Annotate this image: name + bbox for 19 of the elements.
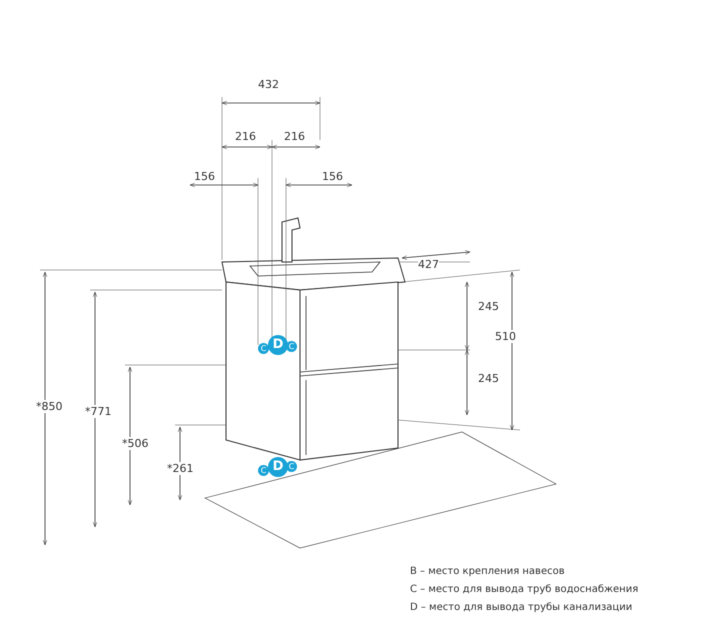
dimension-label: 216 — [235, 130, 256, 143]
dimension-label: 216 — [284, 130, 305, 143]
dimension-label: *261 — [167, 462, 194, 475]
legend-note: B – место крепления навесов — [410, 565, 565, 578]
dimension-label: 245 — [478, 300, 499, 313]
outlet-marker: C — [258, 465, 269, 476]
dimension-label: *850 — [36, 400, 62, 413]
legend-note: C – место для вывода труб водоснабжения — [410, 583, 638, 596]
dimension-label: 245 — [478, 372, 499, 385]
dimension-label: 510 — [495, 330, 516, 343]
outlet-marker: C — [286, 461, 297, 472]
dimension-label: 427 — [418, 258, 439, 271]
dimension-label: 156 — [322, 170, 343, 183]
dimension-label: *771 — [85, 405, 112, 418]
dimension-label: 432 — [258, 78, 279, 91]
dimension-label: 156 — [194, 170, 215, 183]
legend-note: D – место для вывода трубы канализации — [410, 601, 632, 614]
outlet-marker: D — [268, 457, 288, 477]
dimension-label: *506 — [122, 437, 148, 450]
